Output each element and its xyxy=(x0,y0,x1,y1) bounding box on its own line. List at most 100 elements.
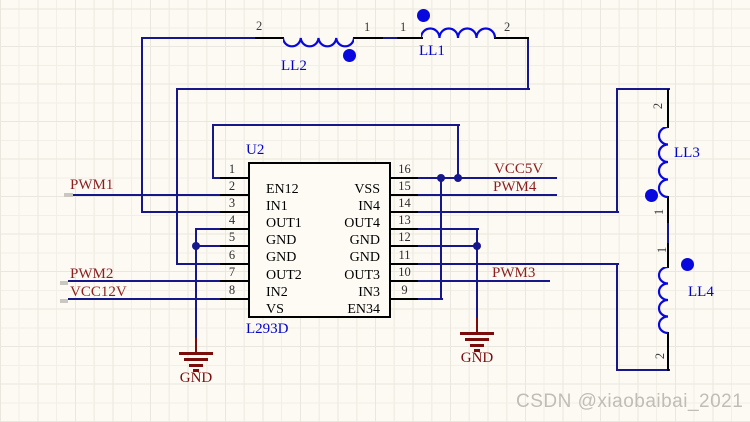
ll1-pin-2[interactable] xyxy=(494,37,529,39)
compile-mark xyxy=(64,193,73,197)
wire-v-out3[interactable] xyxy=(616,263,618,371)
pin-name: IN3 xyxy=(358,285,380,300)
wire-v-out4[interactable] xyxy=(616,88,618,213)
pin-15[interactable] xyxy=(390,194,418,196)
wire-en12-loop-top[interactable] xyxy=(213,124,460,126)
pin-name: EN12 xyxy=(266,182,299,197)
net-label-pwm1[interactable]: PWM1 xyxy=(70,177,114,193)
pin-name: IN4 xyxy=(358,199,380,214)
ll3-designator: LL3 xyxy=(674,145,700,161)
pin-number: 13 xyxy=(398,213,411,227)
ic-body[interactable] xyxy=(248,162,391,318)
gnd-bar xyxy=(470,344,484,347)
polarity-dot xyxy=(343,49,356,62)
pin-name: EN34 xyxy=(347,302,380,317)
pin-number: 7 xyxy=(228,265,236,279)
wire-v-out1[interactable] xyxy=(141,37,143,213)
pin-name: OUT2 xyxy=(266,268,302,283)
wire-v-en12[interactable] xyxy=(212,124,214,179)
wire-v-en12-drop[interactable] xyxy=(457,124,459,180)
net-label-pwm2[interactable]: PWM2 xyxy=(70,266,114,282)
pin-6[interactable] xyxy=(220,263,248,265)
pin-name: VSS xyxy=(354,182,380,197)
pin-12[interactable] xyxy=(390,245,418,247)
ll1-pin1-number: 1 xyxy=(400,20,407,34)
wire-vcc12v[interactable] xyxy=(68,298,222,300)
compile-mark xyxy=(60,299,68,303)
inductor-coil-icon xyxy=(421,27,496,39)
pin-16[interactable] xyxy=(390,177,418,179)
wire-v-gnd-left[interactable] xyxy=(195,228,197,340)
net-label-pwm3[interactable]: PWM3 xyxy=(492,265,536,281)
wire-gnd-pin12[interactable] xyxy=(418,245,479,247)
ll1-pin2-number: 2 xyxy=(504,20,511,34)
pin-10[interactable] xyxy=(390,280,418,282)
pin-number: 4 xyxy=(228,213,236,227)
ll4-pin-2[interactable] xyxy=(667,332,669,371)
ll4-pin1-number: 1 xyxy=(654,246,669,254)
wire-out1[interactable] xyxy=(142,211,222,213)
pin-7[interactable] xyxy=(220,280,248,282)
ll2-pin-2[interactable] xyxy=(255,37,284,39)
wire-vss-vcc5v[interactable] xyxy=(418,177,557,179)
wire-v-en34[interactable] xyxy=(440,177,442,300)
wire-out1-ll2-top[interactable] xyxy=(142,37,257,39)
wire-gnd-pin13[interactable] xyxy=(418,228,479,230)
pin-number: 1 xyxy=(228,162,236,176)
pin-name: OUT1 xyxy=(266,216,302,231)
net-label-vcc5v[interactable]: VCC5V xyxy=(494,161,544,177)
wire-v-ll1-right[interactable] xyxy=(527,37,529,90)
wire-out2-ll1-top[interactable] xyxy=(177,88,530,90)
pin-number: 10 xyxy=(398,265,411,279)
wire-out3[interactable] xyxy=(418,263,619,265)
wire-v-out2[interactable] xyxy=(176,88,178,265)
ll2-pin-1[interactable] xyxy=(353,37,383,39)
polarity-dot xyxy=(417,9,430,22)
wire-out2[interactable] xyxy=(176,263,222,265)
wire-pwm1[interactable] xyxy=(68,194,222,196)
ic-designator: U2 xyxy=(246,142,265,158)
wire-ll4-bottom-link[interactable] xyxy=(616,369,670,371)
wire-ll3-ll4-link[interactable] xyxy=(667,221,669,246)
ll1-pin-1[interactable] xyxy=(397,37,423,39)
wire-gnd-pin5[interactable] xyxy=(195,245,222,247)
ic-part-number: L293D xyxy=(246,321,289,337)
junction-dot xyxy=(473,242,481,250)
ll3-pin-1[interactable] xyxy=(667,196,669,223)
ll4-pin-1[interactable] xyxy=(667,243,669,268)
pin-3[interactable] xyxy=(220,211,248,213)
polarity-dot xyxy=(645,189,658,202)
wire-ll2-ll1-link[interactable] xyxy=(381,37,400,39)
ll1-designator: LL1 xyxy=(419,43,445,59)
ll3-pin-2[interactable] xyxy=(667,89,669,128)
pin-number: 3 xyxy=(228,196,236,210)
pin-4[interactable] xyxy=(220,228,248,230)
wire-pwm4[interactable] xyxy=(418,194,557,196)
inductor-coil-icon xyxy=(283,37,354,48)
gnd-bar xyxy=(189,364,203,367)
net-label-pwm4[interactable]: PWM4 xyxy=(493,179,537,195)
pin-1[interactable] xyxy=(220,177,248,179)
wire-en34-stub[interactable] xyxy=(418,298,443,300)
wire-gnd-pin4[interactable] xyxy=(195,228,222,230)
wire-en12-stub[interactable] xyxy=(212,177,222,179)
net-label-vcc12v[interactable]: VCC12V xyxy=(70,284,127,300)
wire-v-gnd-right[interactable] xyxy=(476,228,478,321)
gnd-bar xyxy=(460,332,494,335)
pin-5[interactable] xyxy=(220,245,248,247)
pin-14[interactable] xyxy=(390,211,418,213)
wire-ll3-top-link[interactable] xyxy=(616,88,670,90)
pin-number: 15 xyxy=(398,179,411,193)
pin-9[interactable] xyxy=(390,298,418,300)
wire-pwm3[interactable] xyxy=(418,280,550,282)
pin-2[interactable] xyxy=(220,194,248,196)
ll2-pin1-number: 1 xyxy=(364,20,371,34)
wire-out4[interactable] xyxy=(418,211,619,213)
pin-name: VS xyxy=(266,302,284,317)
pin-13[interactable] xyxy=(390,228,418,230)
wire-pwm2[interactable] xyxy=(68,280,222,282)
pin-number: 9 xyxy=(401,283,408,297)
pin-8[interactable] xyxy=(220,298,248,300)
pin-11[interactable] xyxy=(390,263,418,265)
